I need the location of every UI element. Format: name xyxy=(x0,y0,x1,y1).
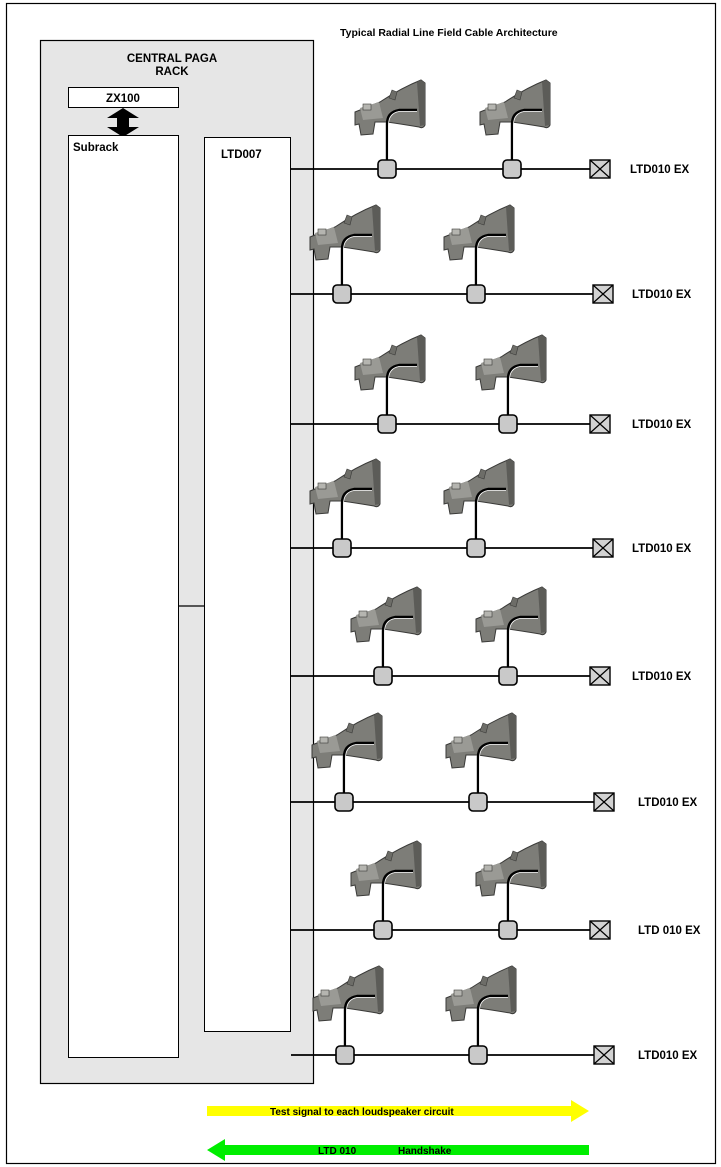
ltd007-module xyxy=(204,137,291,1032)
circuit-6: LTD010 EX xyxy=(291,711,698,812)
end-of-line-device-icon xyxy=(593,1045,615,1065)
horn-loudspeaker-icon xyxy=(308,457,382,542)
subrack xyxy=(68,135,179,1058)
eol-device-label: LTD010 EX xyxy=(638,1050,698,1062)
handshake-label-part1: LTD 010 xyxy=(318,1146,357,1157)
horn-loudspeaker-icon xyxy=(308,203,382,288)
horn-loudspeaker-icon xyxy=(474,585,548,670)
horn-loudspeaker-icon xyxy=(353,78,427,163)
horn-loudspeaker-icon xyxy=(444,964,518,1049)
junction-box-icon xyxy=(373,920,393,940)
end-of-line-device-icon xyxy=(593,792,615,812)
eol-device-label: LTD010 EX xyxy=(630,164,690,176)
eol-device-label: LTD 010 EX xyxy=(638,925,701,937)
horn-loudspeaker-icon xyxy=(310,711,384,796)
junction-box-icon xyxy=(466,284,486,304)
zx100-label: ZX100 xyxy=(106,93,140,105)
circuit-5: LTD010 EX xyxy=(291,585,692,686)
junction-box-icon xyxy=(466,538,486,558)
field-circuits: LTD010 EX LTD010 EX LTD010 EX LTD010 EX LTD0… xyxy=(291,78,701,1065)
circuit-7: LTD 010 EX xyxy=(291,839,701,940)
test-signal-label: Test signal to each loudspeaker circuit xyxy=(270,1107,454,1118)
junction-box-icon xyxy=(468,1045,488,1065)
circuit-4: LTD010 EX xyxy=(291,457,692,558)
eol-device-label: LTD010 EX xyxy=(632,289,692,301)
horn-loudspeaker-icon xyxy=(349,585,423,670)
circuit-8: LTD010 EX xyxy=(291,964,698,1065)
eol-device-label: LTD010 EX xyxy=(632,671,692,683)
diagram-title: Typical Radial Line Field Cable Architec… xyxy=(340,27,558,39)
junction-box-icon xyxy=(468,792,488,812)
horn-loudspeaker-icon xyxy=(353,333,427,418)
junction-box-icon xyxy=(377,159,397,179)
horn-loudspeaker-icon xyxy=(444,711,518,796)
horn-loudspeaker-icon xyxy=(474,839,548,924)
circuit-1: LTD010 EX xyxy=(291,78,690,179)
junction-box-icon xyxy=(332,284,352,304)
outer-border xyxy=(5,2,717,1165)
junction-box-icon xyxy=(498,920,518,940)
bidirectional-link-icon xyxy=(107,108,139,137)
junction-box-icon xyxy=(332,538,352,558)
eol-device-label: LTD010 EX xyxy=(632,419,692,431)
circuit-2: LTD010 EX xyxy=(291,203,692,304)
junction-box-icon xyxy=(498,414,518,434)
horn-loudspeaker-icon xyxy=(442,457,516,542)
horn-loudspeaker-icon xyxy=(478,78,552,163)
test-signal-arrow: Test signal to each loudspeaker circuit xyxy=(207,1100,589,1122)
horn-loudspeaker-icon xyxy=(474,333,548,418)
handshake-label-part2: Handshake xyxy=(398,1146,452,1157)
junction-box-icon xyxy=(334,792,354,812)
eol-device-label: LTD010 EX xyxy=(632,543,692,555)
horn-loudspeaker-icon xyxy=(349,839,423,924)
junction-box-icon xyxy=(377,414,397,434)
zx100-controller xyxy=(68,87,179,108)
circuit-3: LTD010 EX xyxy=(291,333,692,434)
rack-title-line1: CENTRAL PAGA xyxy=(127,53,217,65)
junction-box-icon xyxy=(498,666,518,686)
junction-box-icon xyxy=(502,159,522,179)
end-of-line-device-icon xyxy=(589,920,611,940)
horn-loudspeaker-icon xyxy=(442,203,516,288)
end-of-line-device-icon xyxy=(589,666,611,686)
horn-loudspeaker-icon xyxy=(311,964,385,1049)
ltd007-label: LTD007 xyxy=(221,149,262,161)
handshake-arrow: LTD 010 Handshake xyxy=(207,1139,589,1161)
junction-box-icon xyxy=(373,666,393,686)
end-of-line-device-icon xyxy=(589,414,611,434)
junction-box-icon xyxy=(335,1045,355,1065)
subrack-label: Subrack xyxy=(73,142,119,154)
end-of-line-device-icon xyxy=(592,284,614,304)
rack-title-line2: RACK xyxy=(155,66,189,78)
eol-device-label: LTD010 EX xyxy=(638,797,698,809)
end-of-line-device-icon xyxy=(592,538,614,558)
end-of-line-device-icon xyxy=(589,159,611,179)
